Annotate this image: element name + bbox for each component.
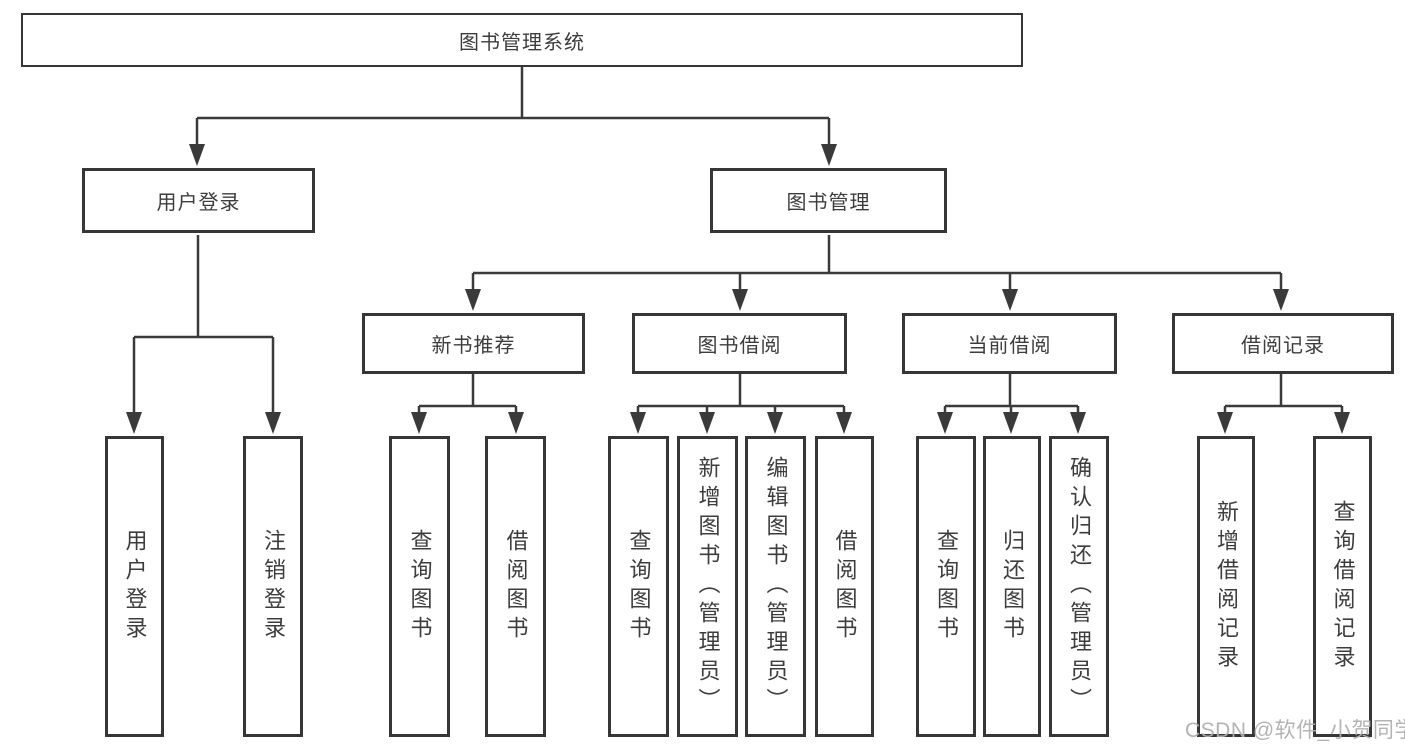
leaf-label: 新增借阅记录 (1214, 499, 1239, 674)
leaf-edit-book-admin: 编辑图书（管理员） (745, 436, 806, 737)
leaf-borrow-books-bb: 借阅图书 (815, 436, 874, 737)
leaf-user-login: 用户登录 (105, 436, 164, 737)
leaf-return-books: 归还图书 (983, 436, 1041, 737)
leaf-label: 借阅图书 (503, 528, 529, 645)
node-label: 用户登录 (156, 192, 241, 214)
leaf-borrow-books-nb: 借阅图书 (485, 436, 546, 737)
node-label: 当前借阅 (967, 335, 1052, 357)
leaf-label: 新增图书（管理员） (695, 456, 721, 717)
node-label: 图书管理系统 (459, 31, 585, 54)
csdn-watermark: CSDN @软件_小贺同学 (1185, 719, 1405, 742)
leaf-label: 编辑图书（管理员） (763, 456, 789, 717)
leaf-add-borrow-record: 新增借阅记录 (1197, 436, 1255, 737)
leaf-label: 确认归还（管理员） (1067, 456, 1092, 717)
leaf-query-borrow-record: 查询借阅记录 (1313, 436, 1372, 737)
leaf-label: 注销登录 (261, 528, 286, 645)
node-user-login: 用户登录 (82, 168, 315, 233)
leaf-label: 查询图书 (626, 528, 652, 645)
leaf-label: 用户登录 (122, 528, 148, 645)
leaf-label: 借阅图书 (832, 528, 858, 645)
node-book-borrowing: 图书借阅 (632, 313, 847, 374)
node-label: 借阅记录 (1241, 335, 1325, 357)
node-library-management-system: 图书管理系统 (21, 13, 1023, 67)
node-current-borrowing: 当前借阅 (902, 313, 1117, 374)
node-new-book-recommend: 新书推荐 (362, 313, 585, 374)
node-label: 图书管理 (786, 192, 871, 214)
leaf-add-book-admin: 新增图书（管理员） (677, 436, 738, 737)
leaf-label: 查询借阅记录 (1330, 499, 1356, 674)
leaf-query-books-bb: 查询图书 (608, 436, 669, 737)
arrowheads (126, 144, 1350, 434)
node-label: 新书推荐 (431, 335, 516, 357)
leaf-query-books-nb: 查询图书 (389, 436, 450, 737)
leaf-label: 查询图书 (934, 528, 959, 645)
leaf-confirm-return-admin: 确认归还（管理员） (1049, 436, 1109, 737)
leaf-label: 归还图书 (1000, 528, 1025, 645)
node-borrowing-records: 借阅记录 (1172, 313, 1394, 374)
leaf-query-books-cb: 查询图书 (916, 436, 976, 737)
node-book-management: 图书管理 (710, 168, 947, 233)
leaf-label: 查询图书 (407, 528, 433, 645)
leaf-logout: 注销登录 (243, 436, 303, 737)
node-label: 图书借阅 (697, 335, 782, 357)
